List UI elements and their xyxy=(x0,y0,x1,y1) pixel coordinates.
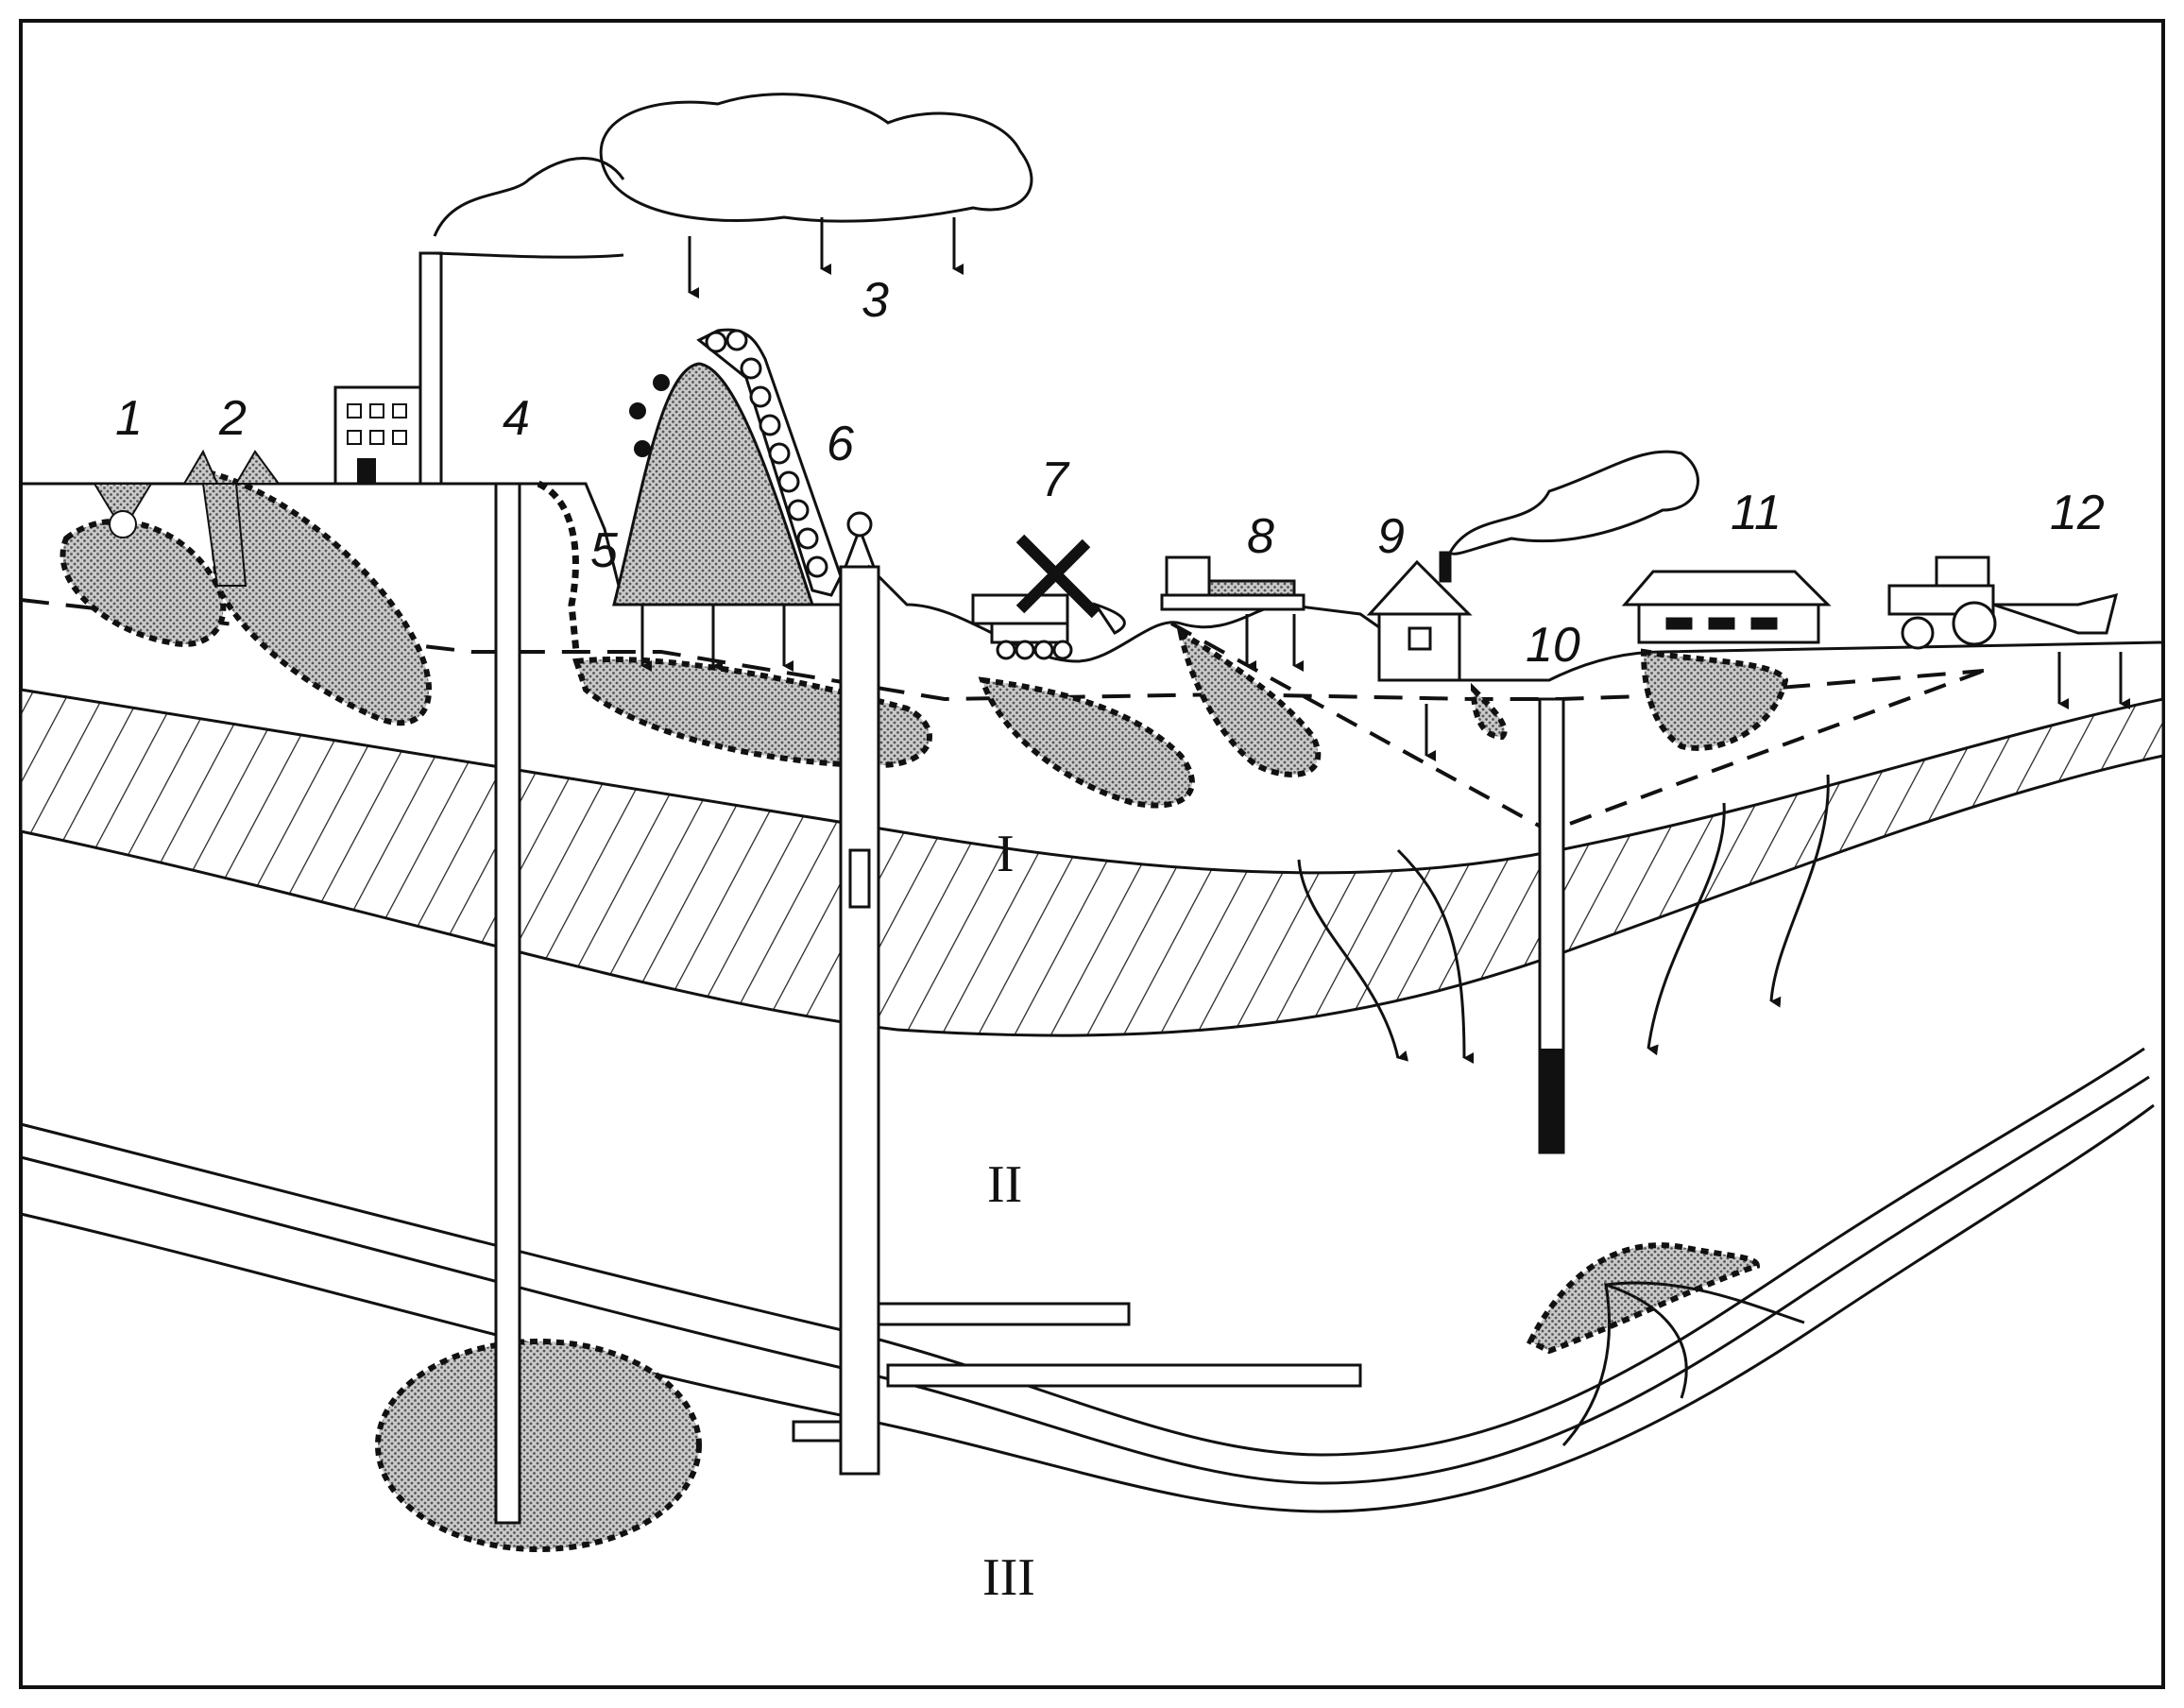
label-1: 1 xyxy=(115,391,143,446)
label-5: 5 xyxy=(590,523,619,578)
well-casing xyxy=(839,565,880,1476)
horizontal-drift-1 xyxy=(877,1302,1131,1326)
label-10: 10 xyxy=(1526,618,1580,673)
aquifer-label-III: III xyxy=(982,1548,1035,1607)
plume-2 xyxy=(204,469,433,726)
plume-7 xyxy=(978,676,1195,809)
label-12: 12 xyxy=(2050,486,2105,540)
landfill-shaft xyxy=(201,483,247,587)
well-pump-head xyxy=(846,511,873,538)
cloud-outline xyxy=(599,93,1033,223)
slope-5 xyxy=(537,480,580,653)
plume-11 xyxy=(1640,648,1789,751)
waste-heap-6 xyxy=(612,328,843,672)
label-8: 8 xyxy=(1247,509,1274,564)
aquifer-label-II: II xyxy=(987,1155,1022,1214)
horizontal-drift-3 xyxy=(792,1420,843,1443)
smoke-trail xyxy=(434,251,624,259)
factory-chimney xyxy=(418,251,443,486)
truck-8 xyxy=(1160,555,1305,672)
tractor-12 xyxy=(1887,555,2130,709)
well-filter xyxy=(848,848,871,909)
deep-well-4 xyxy=(494,482,521,1525)
leakage-arrows xyxy=(1297,774,1830,1447)
plume-deep-right xyxy=(1526,1242,1761,1355)
pollution-source-2 xyxy=(182,449,281,587)
plume-8 xyxy=(1176,626,1322,777)
plume-4-deep xyxy=(375,1339,702,1552)
ground-surface xyxy=(21,482,2164,682)
horizontal-drift-2 xyxy=(886,1363,1362,1388)
label-6: 6 xyxy=(827,417,854,471)
plume-9 xyxy=(1470,682,1508,741)
shed-11 xyxy=(1621,570,1832,644)
aquifer-label-I: I xyxy=(997,825,1015,883)
label-4: 4 xyxy=(503,391,530,446)
diagram-labels: 1 2 3 4 5 6 7 8 9 10 11 12 I II III xyxy=(115,273,2105,1607)
monitoring-well xyxy=(792,511,1362,1476)
label-2: 2 xyxy=(218,391,247,446)
lower-confining-layers xyxy=(20,1047,2155,1513)
label-9: 9 xyxy=(1377,509,1405,564)
plume-1 xyxy=(60,518,227,647)
excavator-7 xyxy=(971,534,1126,660)
smoke-cloud-3 xyxy=(433,93,1033,299)
label-11: 11 xyxy=(1731,486,1782,540)
well-10 xyxy=(1538,697,1565,1154)
factory xyxy=(333,251,443,486)
house-9 xyxy=(1366,450,1699,761)
falling-particles xyxy=(629,374,670,457)
source-ball xyxy=(109,510,137,538)
heap-mound xyxy=(612,362,815,606)
label-7: 7 xyxy=(1041,453,1070,507)
label-3: 3 xyxy=(862,273,889,328)
pollution-source-1 xyxy=(93,483,153,538)
